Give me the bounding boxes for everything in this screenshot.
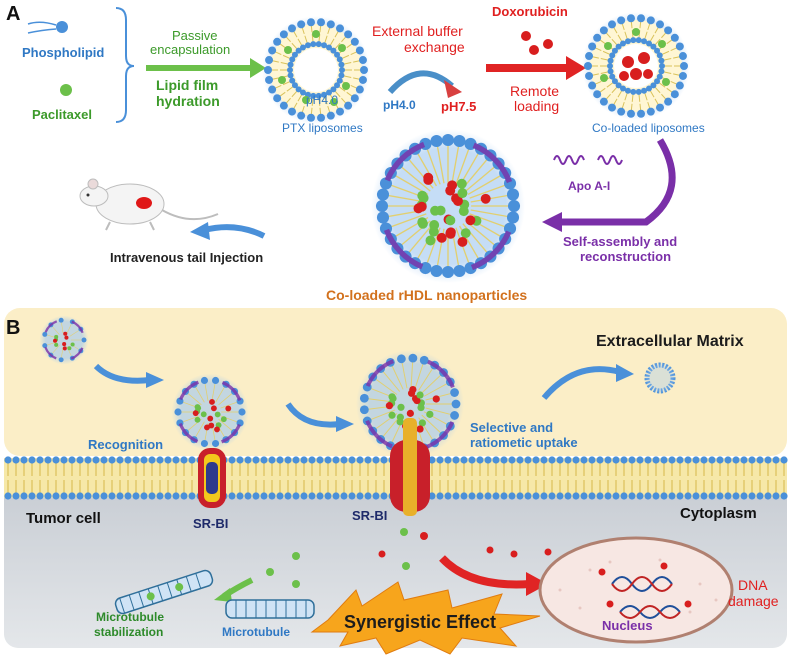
flow-arrow-2-head [336,416,354,432]
recognition-label: Recognition [88,437,163,452]
mt-stabilization-label-1: Microtubule [96,610,164,624]
ptx-liposomes-label: PTX liposomes [282,121,363,135]
rhdl-recognition [171,373,249,451]
apo-label: Apo A-I [568,179,610,193]
passive-label-1: Passive [172,28,218,43]
green-arrow [146,58,266,78]
dna-helix-2 [619,605,681,619]
red-nucleus-arrow [439,555,531,589]
uptake-label-2: ratiometic uptake [470,435,578,450]
coloaded-liposomes-label: Co-loaded liposomes [592,121,705,135]
lipid-film-label-1: Lipid film [156,77,218,93]
dna-damage-label-2: damage [728,593,779,609]
passive-label-2: encapsulation [150,42,230,57]
curved-arrow-head [444,80,462,98]
ph-inside-label: pH4.0 [306,93,338,107]
panel-a: A Phospholipid Paclitaxel Passive encaps… [6,3,705,303]
rhdl-label: Co-loaded rHDL nanoparticles [326,287,527,303]
rhdl-small-1 [39,315,89,365]
dna-damage-label-1: DNA [738,577,768,593]
nucleus [538,536,734,644]
mt-stabilization-label-2: stabilization [94,625,163,639]
ph-out-label: pH7.5 [441,99,476,114]
self-assembly-label-2: reconstruction [580,249,671,264]
sr-bi-label-1: SR-BI [193,516,228,531]
microtubule-label: Microtubule [222,625,290,639]
ecm-label: Extracellular Matrix [596,333,744,350]
purple-arrow-head [542,212,562,232]
synergistic-label: Synergistic Effect [344,612,496,632]
red-nucleus-arrow-head [526,572,548,596]
sr-bi-label-2: SR-BI [352,508,387,523]
empty-rhdl [644,362,676,394]
paclitaxel-icon [60,84,72,96]
lipid-film-label-2: hydration [156,93,220,109]
tumor-cell-label: Tumor cell [26,510,101,527]
panel-b-label: B [6,317,20,339]
external-buffer-label-1: External buffer [372,23,463,39]
flow-arrow-1-head [146,372,164,388]
doxorubicin-dots [521,31,553,55]
apo-icon [553,155,623,165]
released-drugs [266,528,552,588]
microtubule-stabilized [114,569,214,615]
flow-arrow-2 [285,402,341,428]
remote-label-1: Remote [510,83,559,99]
phospholipid-label: Phospholipid [22,45,104,60]
purple-arrow [560,138,676,226]
curved-arrow [387,70,454,95]
microtubule [225,599,315,619]
flow-arrow-3-head [616,364,634,382]
external-buffer-label-2: exchange [404,39,465,55]
rhdl-nanoparticle [371,129,525,283]
nucleus-label: Nucleus [602,618,653,633]
green-small-arrow-head [214,588,232,602]
sr-bi-receptor-1 [198,448,226,508]
doxorubicin-label: Doxorubicin [492,4,568,19]
phospholipid-icon [27,21,68,34]
ptx-liposome [262,16,370,124]
red-arrow [486,56,586,80]
flow-arrow-3 [541,366,621,400]
sr-bi-receptor-2 [390,418,430,516]
cytoplasm-label: Cytoplasm [680,505,757,522]
mouse-illustration [79,178,219,231]
panel-a-label: A [6,3,20,25]
panel-b: B Extracellular Matrix Recognition Selec… [4,308,788,655]
brace [115,7,135,123]
blue-curve-arrow [203,224,266,239]
synergistic-burst [310,581,541,655]
blue-curve-arrow-head [190,222,210,240]
dna-helix-1 [611,576,673,592]
ph-below-label: pH4.0 [383,98,416,112]
remote-label-2: loading [514,98,559,114]
rhdl-uptake [356,350,464,458]
self-assembly-label-1: Self-assembly and [563,234,677,249]
paclitaxel-label: Paclitaxel [32,107,92,122]
coloaded-liposome [582,12,690,120]
injection-label: Intravenous tail Injection [110,250,263,265]
uptake-label-1: Selective and [470,420,553,435]
flow-arrow-1 [93,363,151,384]
